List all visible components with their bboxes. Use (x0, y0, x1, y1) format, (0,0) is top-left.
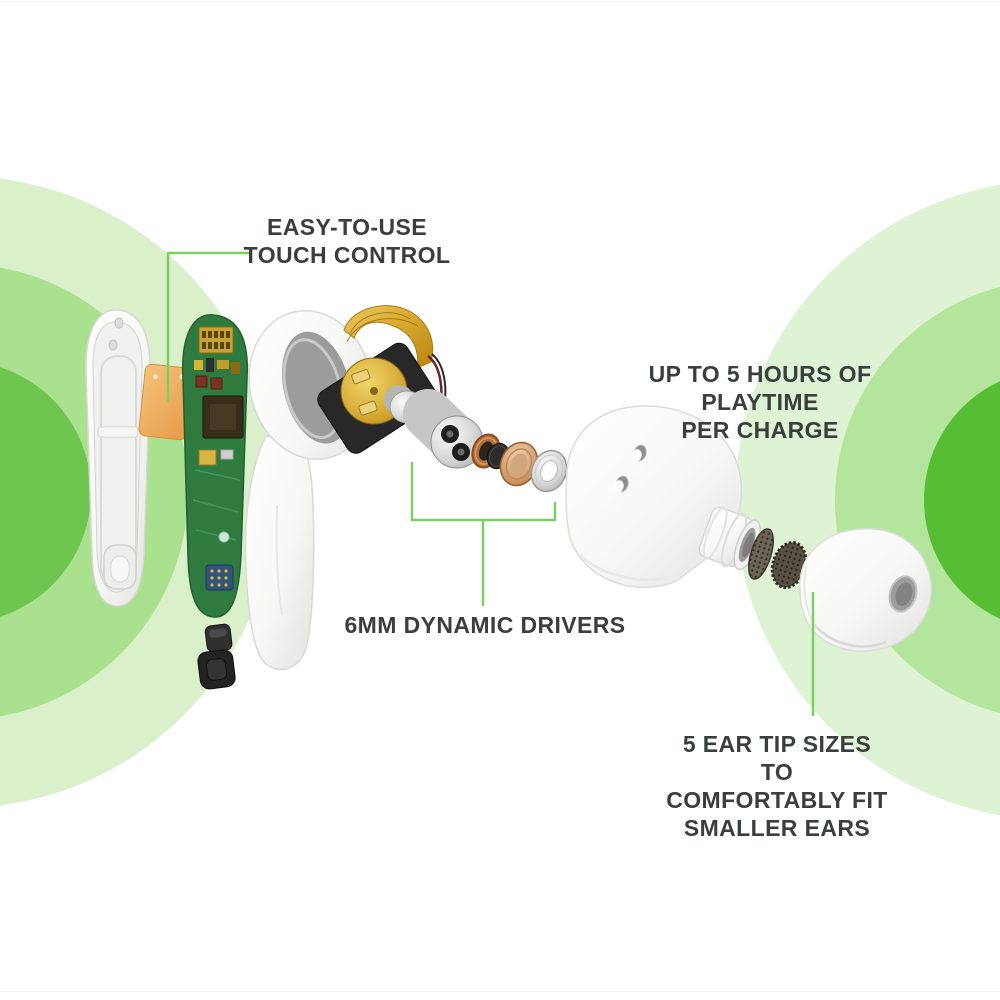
mesh-filter-small (748, 528, 774, 580)
vent-hole-bottom (613, 475, 629, 494)
pcb-components (192, 326, 244, 591)
right-ring-inner (924, 381, 1000, 619)
ear-tip-bore (888, 575, 918, 613)
flex-ribbon (343, 305, 434, 369)
circuit-board (181, 314, 249, 618)
label-playtime: UP TO 5 HOURS OF PLAYTIME PER CHARGE (648, 361, 872, 443)
earbud-body (565, 405, 761, 589)
shell-hole-bottom (108, 339, 118, 351)
shell-hole-top (114, 317, 124, 329)
top-edge-line (0, 1, 1000, 2)
nozzle (698, 506, 761, 571)
label-touch-control: EASY-TO-USE TOUCH CONTROL (243, 214, 451, 268)
left-ring-inner (0, 367, 91, 617)
washer-ring (530, 449, 568, 493)
background-rings-right (735, 184, 1000, 816)
callout-lines (166, 251, 815, 716)
bottom-edge-line (0, 991, 1000, 992)
vent-hole-top (631, 444, 647, 463)
label-ear-tips: 5 EAR TIP SIZES TO COMFORTABLY FIT SMALL… (666, 731, 888, 841)
back-shell (85, 309, 151, 607)
rubber-grommet-small (204, 623, 233, 653)
label-drivers: 6MM DYNAMIC DRIVERS (344, 612, 626, 638)
silicone-ear-tip (799, 528, 932, 652)
rubber-grommet-large (197, 649, 236, 690)
callout-line-touch-control (166, 251, 250, 402)
driver-assembly (317, 305, 568, 493)
